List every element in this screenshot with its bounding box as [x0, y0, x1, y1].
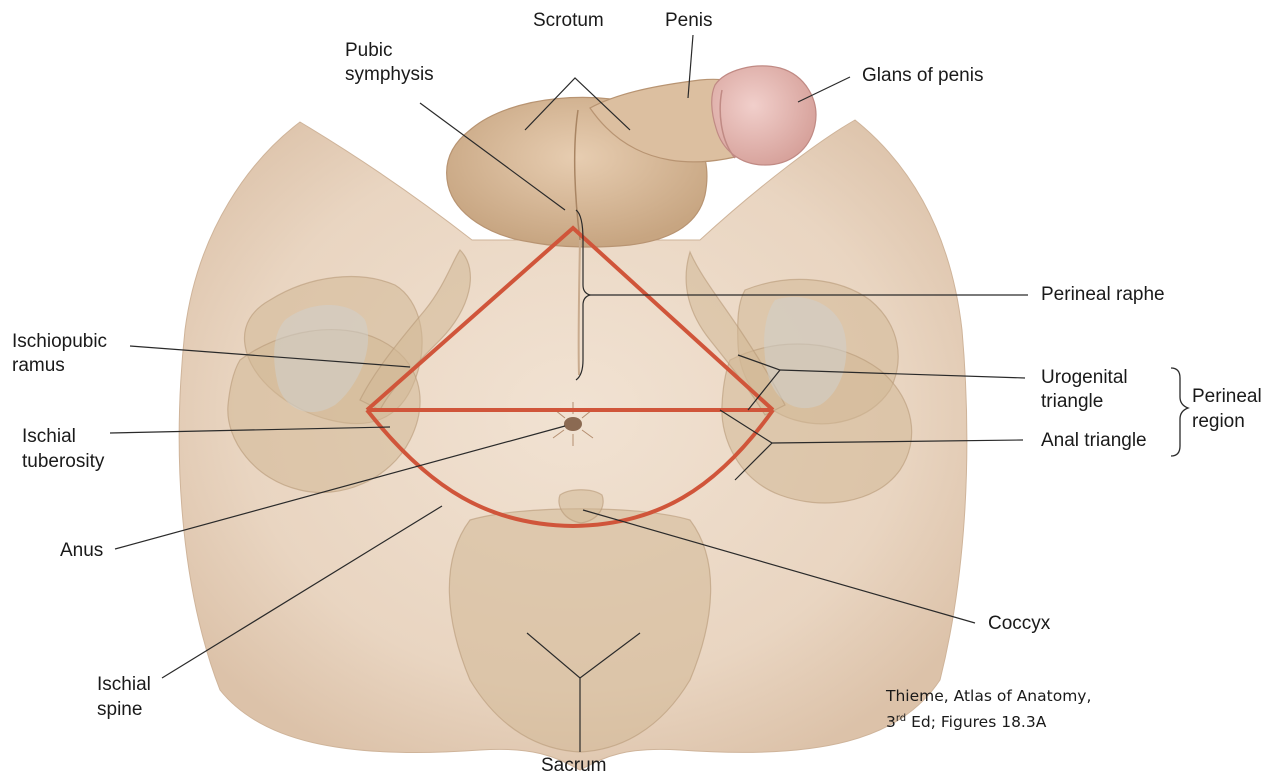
- label-anal-triangle: Anal triangle: [1041, 429, 1147, 453]
- label-anus: Anus: [60, 539, 103, 563]
- label-ischial-tuberosity-line1: Ischial: [22, 425, 76, 449]
- label-coccyx: Coccyx: [988, 612, 1050, 636]
- label-perineal-region-line1: Perineal: [1192, 385, 1262, 409]
- citation-edition-suffix: rd: [896, 713, 906, 724]
- label-ischial-spine-line2: spine: [97, 698, 142, 722]
- label-glans-of-penis: Glans of penis: [862, 64, 983, 88]
- citation-edition-number: 3: [886, 713, 896, 731]
- anus-shape: [564, 417, 582, 431]
- label-ischiopubic-ramus-line1: Ischiopubic: [12, 330, 107, 354]
- label-urogenital-triangle-line1: Urogenital: [1041, 366, 1128, 390]
- label-perineal-region-line2: region: [1192, 410, 1245, 434]
- label-ischiopubic-ramus-line2: ramus: [12, 354, 65, 378]
- citation-figure-ref: Ed; Figures 18.3A: [906, 713, 1046, 731]
- perineal-region-brace: [1171, 368, 1188, 456]
- citation-line1: Thieme, Atlas of Anatomy,: [886, 684, 1091, 709]
- citation-line2: 3rd Ed; Figures 18.3A: [886, 710, 1046, 735]
- label-pubic-symphysis-line1: Pubic: [345, 39, 393, 63]
- label-sacrum: Sacrum: [541, 754, 606, 778]
- label-perineal-raphe: Perineal raphe: [1041, 283, 1165, 307]
- label-urogenital-triangle-line2: triangle: [1041, 390, 1103, 414]
- label-ischial-tuberosity-line2: tuberosity: [22, 450, 104, 474]
- label-ischial-spine-line1: Ischial: [97, 673, 151, 697]
- label-scrotum: Scrotum: [533, 9, 604, 33]
- label-penis: Penis: [665, 9, 713, 33]
- label-pubic-symphysis-line2: symphysis: [345, 63, 434, 87]
